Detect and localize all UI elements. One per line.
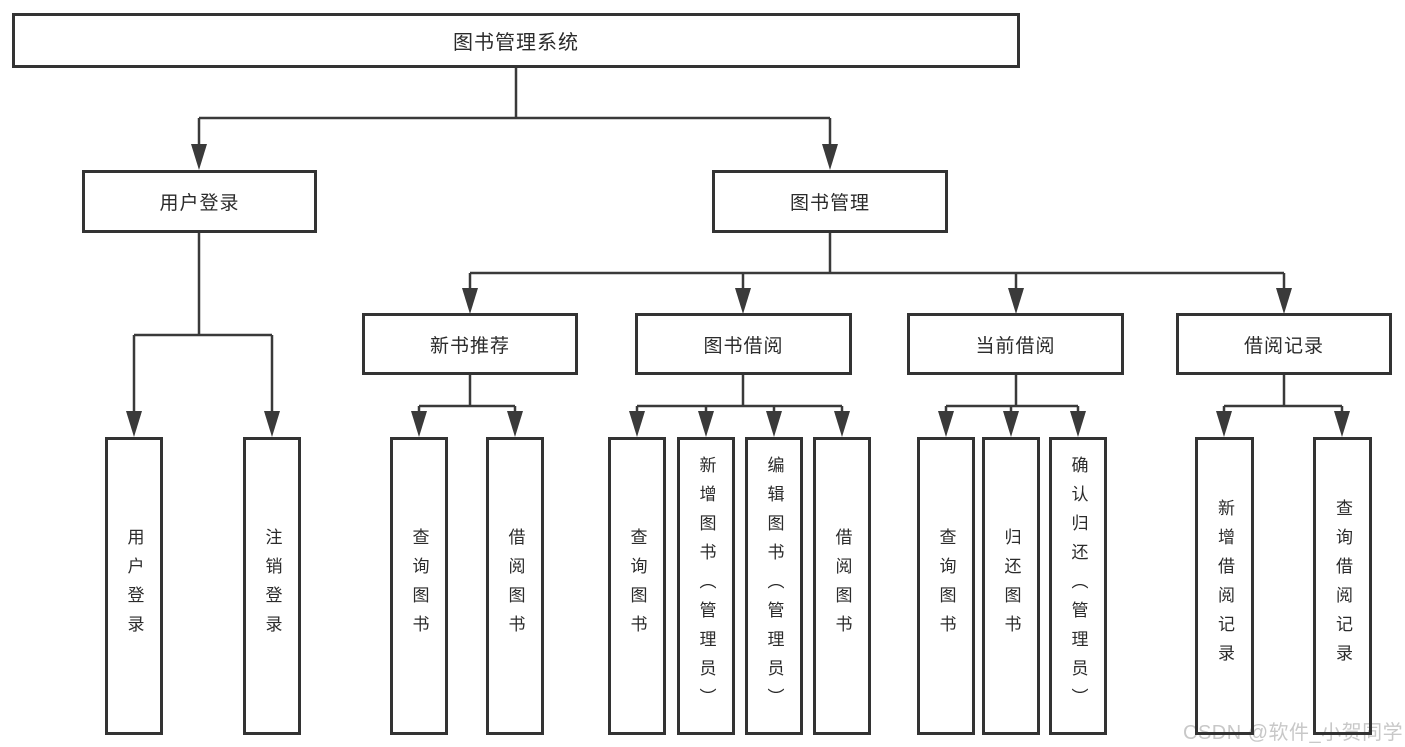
leaf-add-borrow-record: 新增借阅记录 xyxy=(1195,437,1254,735)
leaf-label: 查询图书 xyxy=(936,528,956,644)
node-book-borrow: 图书借阅 xyxy=(635,313,852,375)
node-current-borrow: 当前借阅 xyxy=(907,313,1124,375)
leaf-query-books-borrow: 查询图书 xyxy=(608,437,666,735)
leaf-label: 新增图书（管理员） xyxy=(696,455,716,717)
leaf-confirm-return-admin: 确认归还（管理员） xyxy=(1049,437,1107,735)
leaf-query-books-current: 查询图书 xyxy=(917,437,975,735)
leaf-label: 查询图书 xyxy=(627,528,647,644)
leaf-borrow-books-recommend: 借阅图书 xyxy=(486,437,544,735)
leaf-label: 新增借阅记录 xyxy=(1215,499,1234,673)
leaf-query-borrow-record: 查询借阅记录 xyxy=(1313,437,1372,735)
node-library-system: 图书管理系统 xyxy=(12,13,1020,68)
node-user-login: 用户登录 xyxy=(82,170,317,233)
leaf-label: 编辑图书（管理员） xyxy=(764,455,784,717)
node-new-book-recommend: 新书推荐 xyxy=(362,313,578,375)
watermark: CSDN @软件_小贺同学 xyxy=(1183,722,1404,744)
leaf-label: 确认归还（管理员） xyxy=(1068,455,1088,717)
node-book-management: 图书管理 xyxy=(712,170,948,233)
leaf-borrow-books: 借阅图书 xyxy=(813,437,871,735)
leaf-label: 用户登录 xyxy=(124,528,144,644)
leaf-user-login: 用户登录 xyxy=(105,437,163,735)
leaf-label: 注销登录 xyxy=(262,528,282,644)
leaf-query-books-recommend: 查询图书 xyxy=(390,437,448,735)
leaf-add-book-admin: 新增图书（管理员） xyxy=(677,437,735,735)
leaf-label: 查询图书 xyxy=(409,528,429,644)
leaf-label: 归还图书 xyxy=(1001,528,1021,644)
leaf-label: 借阅图书 xyxy=(505,528,525,644)
leaf-logout: 注销登录 xyxy=(243,437,301,735)
leaf-label: 借阅图书 xyxy=(832,528,852,644)
node-borrow-records: 借阅记录 xyxy=(1176,313,1392,375)
leaf-label: 查询借阅记录 xyxy=(1333,499,1352,673)
leaf-edit-book-admin: 编辑图书（管理员） xyxy=(745,437,803,735)
leaf-return-book: 归还图书 xyxy=(982,437,1040,735)
